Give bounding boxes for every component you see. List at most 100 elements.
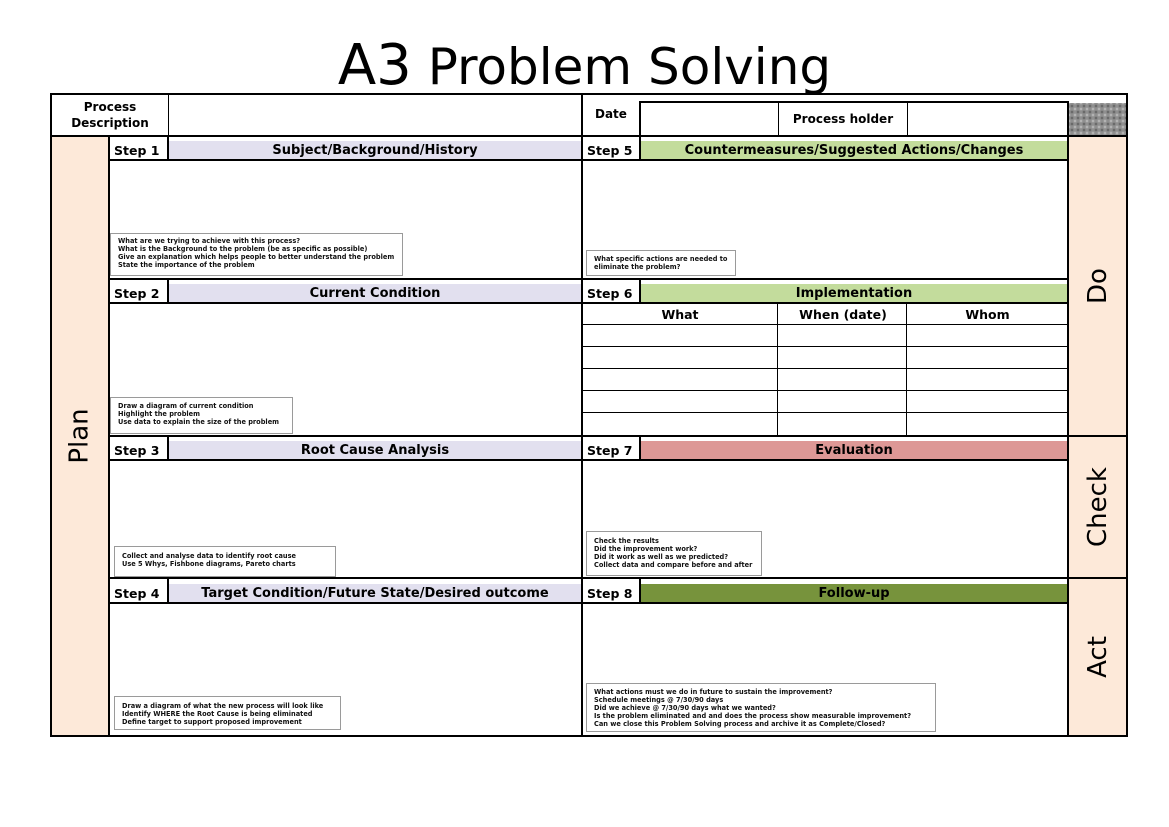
- grid-line: [167, 280, 169, 303]
- impl-col-what: What: [661, 307, 699, 322]
- grid-line: [50, 93, 52, 737]
- hatched-corner: [1069, 103, 1126, 135]
- process-holder-field[interactable]: [908, 102, 1068, 135]
- step8-label: Step 8: [587, 586, 633, 601]
- impl-cell[interactable]: [908, 392, 1067, 412]
- step4-hint: Draw a diagram of what the new process w…: [114, 696, 341, 730]
- grid-line: [108, 278, 1068, 280]
- impl-cell[interactable]: [779, 326, 907, 346]
- step8-title: Follow-up: [641, 584, 1067, 603]
- step6-title: Implementation: [641, 284, 1067, 303]
- step3-label: Step 3: [114, 443, 160, 458]
- step2-title: Current Condition: [169, 284, 581, 303]
- grid-line: [639, 437, 641, 460]
- process-description-field[interactable]: [169, 95, 581, 135]
- impl-col-when: When (date): [799, 307, 887, 322]
- hint-line: Did it work as well as we predicted?: [594, 553, 729, 561]
- hint-line: What are we trying to achieve with this …: [118, 237, 301, 245]
- impl-cell[interactable]: [779, 414, 907, 435]
- title-rest: Problem Solving: [427, 38, 832, 96]
- step3-hint: Collect and analyse data to identify roo…: [114, 546, 336, 577]
- hint-line: Use data to explain the size of the prob…: [118, 418, 280, 426]
- grid-line: [581, 94, 583, 736]
- phase-act-label: Act: [1082, 636, 1113, 678]
- title-prefix: A3: [337, 33, 412, 98]
- step5-hint: What specific actions are needed to elim…: [586, 250, 736, 276]
- step5-title: Countermeasures/Suggested Actions/Change…: [641, 141, 1067, 160]
- date-label: Date: [595, 107, 627, 121]
- hint-line: eliminate the problem?: [594, 263, 681, 271]
- phase-do: Do: [1069, 137, 1126, 435]
- hint-line: Give an explanation which helps people t…: [118, 253, 395, 261]
- hint-line: Define target to support proposed improv…: [122, 718, 302, 726]
- step4-label: Step 4: [114, 586, 160, 601]
- grid-line: [639, 137, 641, 160]
- impl-cell[interactable]: [583, 392, 777, 412]
- grid-line: [167, 579, 169, 602]
- impl-cell[interactable]: [908, 348, 1067, 368]
- grid-line: [582, 412, 1068, 413]
- impl-cell[interactable]: [908, 414, 1067, 435]
- impl-cell[interactable]: [583, 370, 777, 390]
- hint-line: Collect data and compare before and afte…: [594, 561, 753, 569]
- hint-line: Check the results: [594, 537, 659, 545]
- hint-line: Highlight the problem: [118, 410, 201, 418]
- hint-line: What specific actions are needed to: [594, 255, 728, 263]
- hint-line: Did the improvement work?: [594, 545, 698, 553]
- grid-line: [167, 437, 169, 460]
- grid-line: [906, 304, 907, 435]
- grid-line: [108, 577, 1127, 579]
- step1-hint: What are we trying to achieve with this …: [110, 233, 403, 276]
- grid-line: [50, 135, 1127, 137]
- grid-line: [639, 280, 641, 303]
- impl-cell[interactable]: [908, 326, 1067, 346]
- grid-line: [778, 102, 779, 136]
- step1-title: Subject/Background/History: [169, 141, 581, 160]
- grid-line: [108, 302, 1068, 304]
- date-field[interactable]: [641, 102, 778, 135]
- process-description-label: Process Description: [71, 100, 149, 130]
- step3-title: Root Cause Analysis: [169, 441, 581, 460]
- hint-line: Draw a diagram of current condition: [118, 402, 254, 410]
- page-title: A3 Problem Solving: [0, 34, 1169, 99]
- grid-line: [108, 435, 1127, 437]
- grid-line: [167, 137, 169, 160]
- grid-line: [907, 102, 908, 136]
- hint-line: Did we achieve @ 7/30/90 days what we wa…: [594, 704, 776, 712]
- phase-plan-label: Plan: [64, 408, 95, 464]
- grid-line: [777, 304, 778, 435]
- grid-line: [108, 459, 1068, 461]
- step1-label: Step 1: [114, 143, 160, 158]
- grid-line: [168, 94, 169, 135]
- grid-line: [639, 579, 641, 602]
- grid-line: [582, 368, 1068, 369]
- hint-line: Schedule meetings @ 7/30/90 days: [594, 696, 724, 704]
- hint-line: Use 5 Whys, Fishbone diagrams, Pareto ch…: [122, 560, 296, 568]
- hint-line: Collect and analyse data to identify roo…: [122, 552, 296, 560]
- impl-cell[interactable]: [779, 348, 907, 368]
- impl-cell[interactable]: [583, 326, 777, 346]
- grid-line: [582, 324, 1068, 325]
- phase-do-label: Do: [1082, 268, 1113, 304]
- grid-line: [1126, 93, 1128, 737]
- step8-hint: What actions must we do in future to sus…: [586, 683, 936, 732]
- grid-line: [108, 602, 1068, 604]
- phase-plan: Plan: [52, 137, 108, 735]
- grid-line: [1067, 101, 1069, 736]
- impl-cell[interactable]: [583, 348, 777, 368]
- step2-hint: Draw a diagram of current condition High…: [110, 397, 293, 434]
- phase-act: Act: [1069, 579, 1126, 735]
- impl-col-whom: Whom: [965, 307, 1010, 322]
- impl-cell[interactable]: [779, 370, 907, 390]
- impl-cell[interactable]: [908, 370, 1067, 390]
- impl-cell[interactable]: [779, 392, 907, 412]
- hint-line: What actions must we do in future to sus…: [594, 688, 833, 696]
- step4-title: Target Condition/Future State/Desired ou…: [169, 584, 581, 603]
- step5-label: Step 5: [587, 143, 633, 158]
- hint-line: What is the Background to the problem (b…: [118, 245, 368, 253]
- step2-label: Step 2: [114, 286, 160, 301]
- hint-line: State the importance of the problem: [118, 261, 255, 269]
- impl-cell[interactable]: [583, 414, 777, 435]
- grid-line: [582, 390, 1068, 391]
- hint-line: Draw a diagram of what the new process w…: [122, 702, 324, 710]
